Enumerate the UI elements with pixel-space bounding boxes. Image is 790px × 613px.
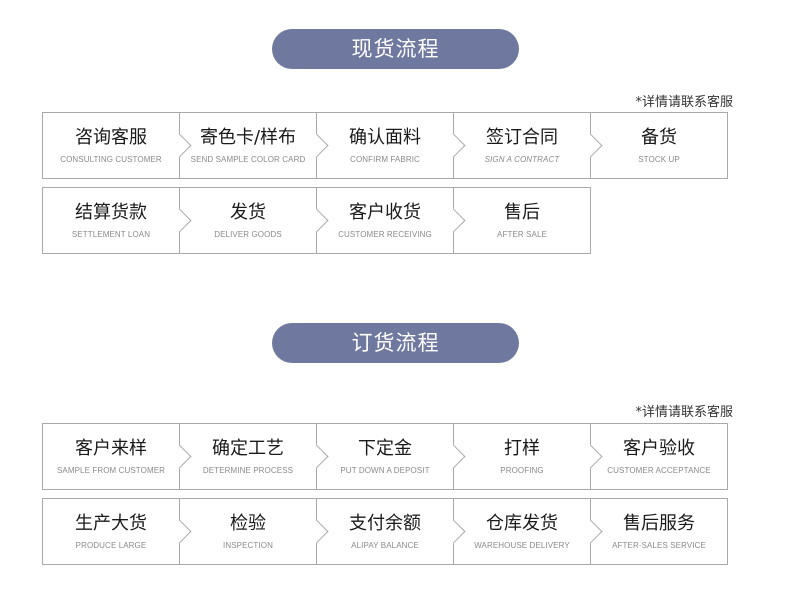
step-inspection: 检验 INSPECTION [179,498,329,565]
step-title: 支付余额 [349,513,421,534]
step-title: 售后服务 [623,513,695,534]
step-sign-contract: 签订合同 SIGN A CONTRACT [453,112,603,179]
step-subtitle: SETTLEMENT LOAN [71,230,151,239]
step-subtitle: AFTER SALE [497,230,547,239]
step-settlement-loan: 结算货款 SETTLEMENT LOAN [42,187,192,254]
step-subtitle: SAMPLE FROM CUSTOMER [56,466,166,475]
step-warehouse-delivery: 仓库发货 WAREHOUSE DELIVERY [453,498,603,565]
step-deliver-goods: 发货 DELIVER GOODS [179,187,329,254]
step-after-sale: 售后 AFTER SALE [453,187,591,254]
step-subtitle: AFTER-SALES SERVICE [612,541,706,550]
step-title: 下定金 [358,438,412,459]
step-send-sample-color-card: 寄色卡/样布 SEND SAMPLE COLOR CARD [179,112,329,179]
spot-process-row-2: 结算货款 SETTLEMENT LOAN 发货 DELIVER GOODS 客户… [42,187,591,254]
step-sample-from-customer: 客户来样 SAMPLE FROM CUSTOMER [42,423,192,490]
step-subtitle: PUT DOWN A DEPOSIT [340,466,430,475]
contact-service-note: *详情请联系客服 [635,95,733,110]
step-title: 检验 [230,513,266,534]
step-subtitle: WAREHOUSE DELIVERY [474,541,570,550]
step-stock-up: 备货 STOCK UP [590,112,728,179]
step-after-sales-service: 售后服务 AFTER-SALES SERVICE [590,498,728,565]
step-subtitle: PROOFING [500,466,544,475]
step-subtitle: CONFIRM FABRIC [350,155,420,164]
step-title: 寄色卡/样布 [199,127,297,148]
step-title: 生产大货 [75,513,147,534]
step-customer-receiving: 客户收货 CUSTOMER RECEIVING [316,187,466,254]
step-subtitle: STOCK UP [638,155,680,164]
step-title: 客户来样 [75,438,147,459]
step-proofing: 打样 PROOFING [453,423,603,490]
step-title: 确认面料 [349,127,421,148]
step-title: 发货 [230,202,266,223]
step-alipay-balance: 支付余额 ALIPAY BALANCE [316,498,466,565]
step-title: 仓库发货 [486,513,558,534]
step-title: 结算货款 [75,202,147,223]
spot-process-row-1: 咨询客服 CONSULTING CUSTOMER 寄色卡/样布 SEND SAM… [42,112,728,179]
step-subtitle: DETERMINE PROCESS [202,466,294,475]
step-title: 客户验收 [623,438,695,459]
step-title: 签订合同 [486,127,558,148]
step-title: 售后 [504,202,540,223]
step-consulting-customer: 咨询客服 CONSULTING CUSTOMER [42,112,192,179]
step-put-down-deposit: 下定金 PUT DOWN A DEPOSIT [316,423,466,490]
step-determine-process: 确定工艺 DETERMINE PROCESS [179,423,329,490]
step-title: 确定工艺 [212,438,284,459]
step-subtitle: SEND SAMPLE COLOR CARD [190,155,306,164]
step-title: 打样 [504,438,540,459]
spot-goods-process-title: 现货流程 [272,29,519,69]
step-title: 咨询客服 [75,127,147,148]
order-process-row-2: 生产大货 PRODUCE LARGE 检验 INSPECTION 支付余额 AL… [42,498,728,565]
order-process-row-1: 客户来样 SAMPLE FROM CUSTOMER 确定工艺 DETERMINE… [42,423,728,490]
step-subtitle: ALIPAY BALANCE [351,541,419,550]
step-subtitle: CUSTOMER RECEIVING [338,230,432,239]
step-subtitle: PRODUCE LARGE [75,541,147,550]
step-title: 客户收货 [349,202,421,223]
step-subtitle: CUSTOMER ACCEPTANCE [607,466,711,475]
step-subtitle: INSPECTION [223,541,273,550]
contact-service-note: *详情请联系客服 [635,405,733,420]
step-customer-acceptance: 客户验收 CUSTOMER ACCEPTANCE [590,423,728,490]
step-subtitle: SIGN A CONTRACT [484,155,560,164]
step-subtitle: DELIVER GOODS [214,230,282,239]
step-subtitle: CONSULTING CUSTOMER [60,155,162,164]
step-title: 备货 [641,127,677,148]
step-confirm-fabric: 确认面料 CONFIRM FABRIC [316,112,466,179]
step-produce-large: 生产大货 PRODUCE LARGE [42,498,192,565]
order-process-title: 订货流程 [272,323,519,363]
